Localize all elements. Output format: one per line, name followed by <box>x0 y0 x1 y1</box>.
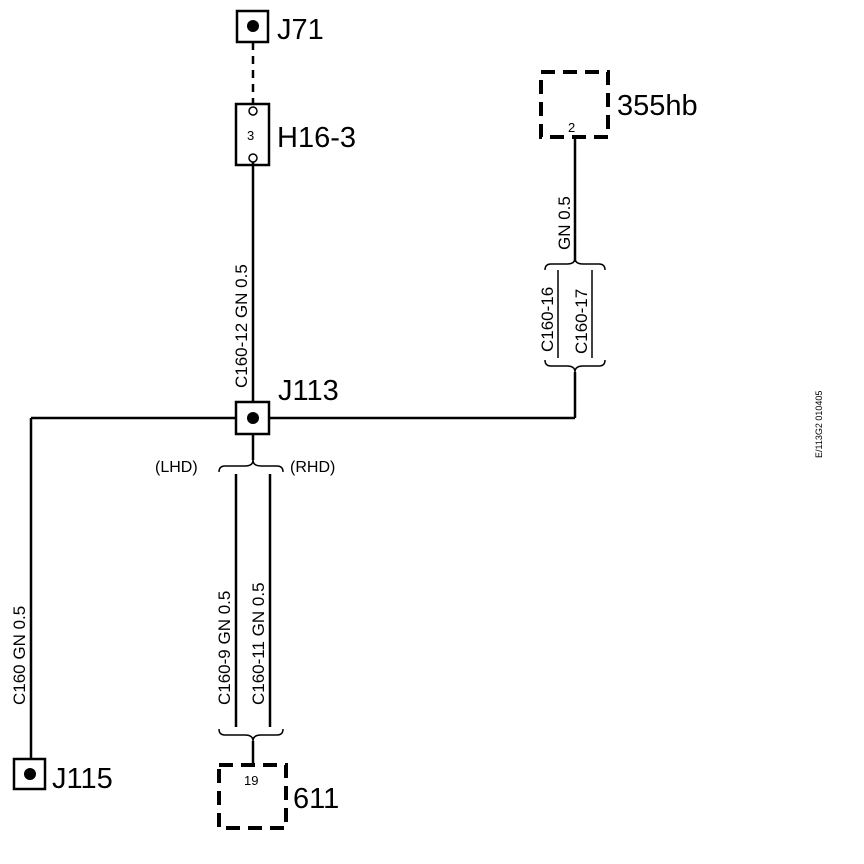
355hb-pin-label: 2 <box>568 120 575 135</box>
wire-label-c160-12: C160-12 GN 0.5 <box>232 264 251 388</box>
variant-label-rhd: (RHD) <box>290 459 335 476</box>
variant-label-lhd: (LHD) <box>155 459 198 476</box>
wire-label-c160-16: C160-16 <box>538 287 557 352</box>
j71-label: J71 <box>277 14 324 46</box>
wire-label-c160-11: C160-11 GN 0.5 <box>249 582 268 705</box>
j115-label: J115 <box>52 763 113 795</box>
connector-j71 <box>235 9 270 44</box>
h16-pin-label: 3 <box>247 128 254 143</box>
brace-355hb-top <box>544 257 606 271</box>
connector-j115 <box>12 757 47 791</box>
connector-h16-3 <box>234 102 271 167</box>
brace-variant-bottom <box>218 728 284 742</box>
wire-label-c160-17: C160-17 <box>572 289 591 354</box>
611-pin-label: 19 <box>244 773 258 788</box>
h16-3-label: H16-3 <box>277 122 356 154</box>
611-label: 611 <box>293 783 339 815</box>
figure-reference: E/113G2 010405 <box>814 391 824 458</box>
brace-variant-top <box>218 459 284 473</box>
wire-label-c160: C160 GN 0.5 <box>10 606 29 705</box>
wire-label-c160-9: C160-9 GN 0.5 <box>215 591 234 705</box>
355hb-label: 355hb <box>617 90 698 122</box>
splice-j113 <box>234 400 271 436</box>
brace-355hb-bottom <box>544 359 606 373</box>
j113-label: J113 <box>278 375 339 407</box>
connector-611 <box>217 763 288 830</box>
wire-label-355hb-gn: GN 0.5 <box>555 196 574 250</box>
